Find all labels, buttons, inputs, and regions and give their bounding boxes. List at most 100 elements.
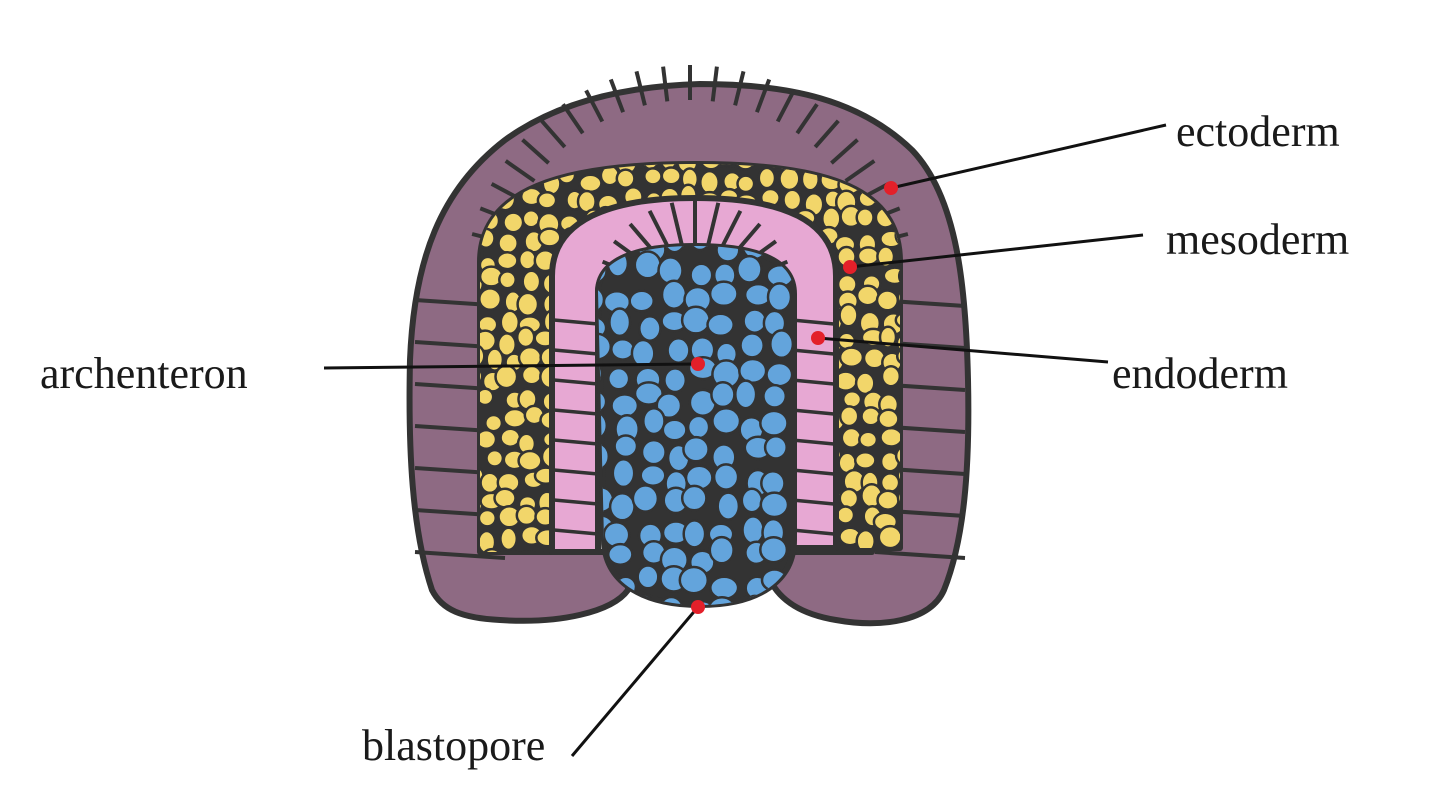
cell [759, 535, 789, 564]
cell [738, 357, 768, 385]
cell [480, 547, 504, 552]
cell [521, 269, 542, 294]
cell [757, 166, 777, 190]
cell-wall [791, 528, 835, 536]
cell [879, 426, 900, 448]
cell-wall [755, 78, 772, 113]
cell [606, 542, 634, 566]
mesoderm-marker [843, 260, 857, 274]
cell [855, 284, 880, 307]
cell [712, 463, 740, 491]
cell [536, 190, 558, 210]
cell-wall [791, 468, 835, 476]
cell [666, 337, 691, 364]
cell [765, 361, 794, 388]
cell [501, 550, 526, 552]
cell [643, 167, 663, 186]
cell [709, 575, 740, 601]
ectoderm-leader-line [890, 123, 1167, 190]
cell [711, 407, 742, 435]
cell [894, 444, 900, 468]
cell-wall [813, 119, 840, 149]
cell [763, 435, 788, 460]
cell [706, 312, 735, 338]
cell-wall [540, 119, 567, 149]
ectoderm-label: ectoderm [1176, 107, 1340, 156]
archenteron-marker [691, 357, 705, 371]
cell [680, 484, 708, 512]
cell [608, 307, 632, 338]
cell [688, 246, 712, 252]
cell [662, 246, 687, 254]
cell [894, 222, 900, 248]
cell [759, 409, 789, 437]
cell [856, 246, 881, 266]
cell [853, 450, 877, 470]
cell [739, 332, 765, 359]
cell [678, 565, 710, 595]
cell [838, 487, 860, 510]
cell [716, 491, 741, 521]
cell [877, 408, 900, 430]
cell-wall [561, 103, 585, 135]
cell [610, 393, 640, 419]
cell [734, 379, 758, 410]
cell [896, 287, 900, 308]
cell [769, 329, 794, 360]
cell [537, 227, 562, 248]
cell [607, 366, 631, 391]
cell-wall [705, 202, 721, 247]
cell-wall [553, 378, 599, 386]
blastopore-label: blastopore [362, 721, 545, 770]
cell [877, 524, 900, 550]
cell [840, 426, 863, 449]
cell [879, 472, 900, 494]
cell [480, 508, 497, 528]
cell [680, 305, 711, 335]
cell [682, 435, 710, 463]
cell-wall [830, 138, 859, 165]
cell [608, 492, 636, 522]
cell [494, 364, 519, 390]
cell-wall [733, 70, 746, 106]
cell [515, 504, 538, 527]
cell [515, 326, 536, 349]
cell [497, 232, 519, 255]
cell-wall [791, 498, 835, 506]
cell [480, 387, 495, 407]
cell [882, 266, 900, 286]
cell [517, 248, 538, 271]
cell [633, 250, 662, 280]
cell [838, 346, 865, 369]
cell-wall [791, 318, 835, 326]
cell [896, 486, 900, 510]
cell [742, 308, 768, 334]
cell [598, 389, 608, 414]
cell [515, 550, 541, 552]
cell [657, 256, 684, 286]
cell [897, 264, 900, 288]
cell [630, 338, 656, 369]
cell [762, 383, 788, 409]
cell [611, 458, 636, 489]
cell [763, 164, 786, 170]
cell-wall [669, 202, 685, 247]
cell [495, 251, 519, 271]
cell [860, 406, 882, 427]
cell [838, 302, 859, 328]
cell [655, 392, 683, 420]
cell [710, 381, 736, 409]
cell [480, 343, 486, 369]
cell [631, 484, 660, 513]
archenteron-cells [598, 246, 794, 605]
cell [480, 471, 501, 495]
cell [493, 487, 517, 509]
endoderm-marker [811, 331, 825, 345]
cell [636, 564, 660, 590]
cell [736, 174, 756, 194]
cell [835, 505, 856, 525]
cell [484, 413, 504, 433]
cell-wall [791, 378, 835, 386]
cell [855, 528, 876, 552]
